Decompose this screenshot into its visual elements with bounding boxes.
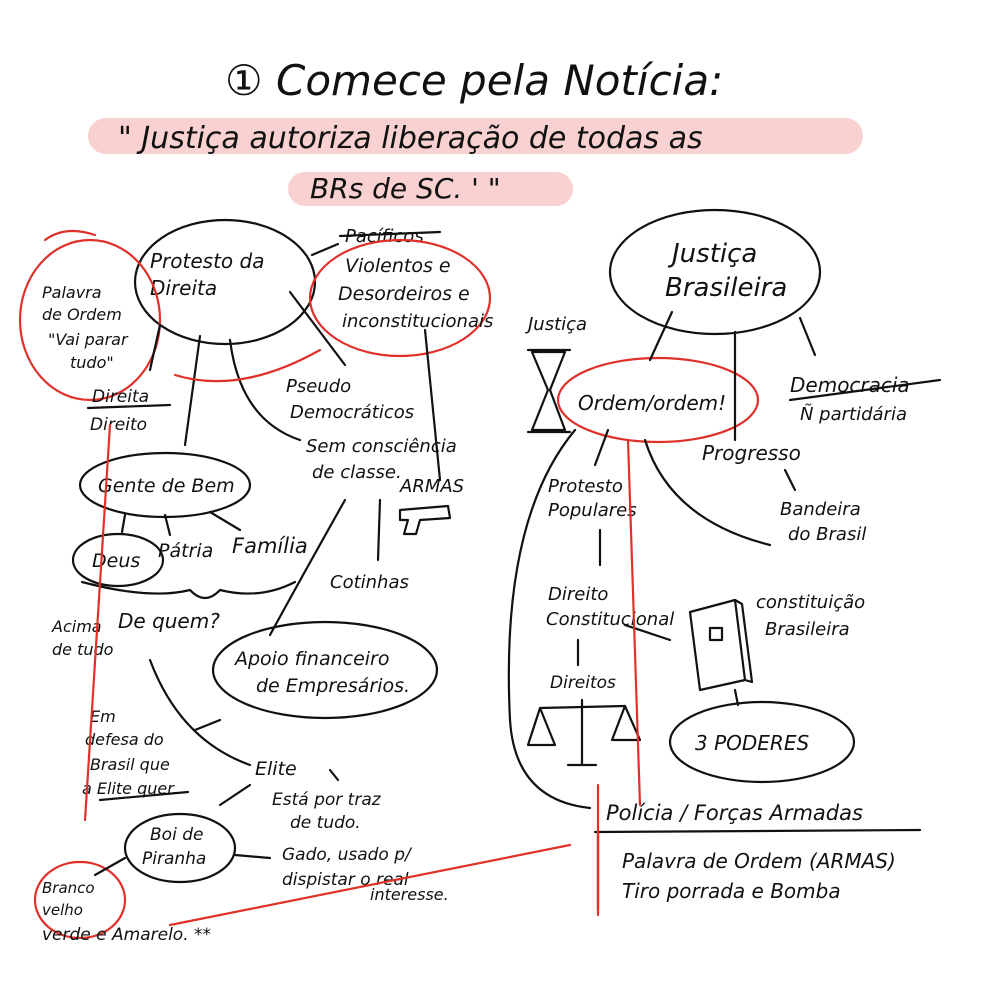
boi-line-2: Piranha: [142, 849, 206, 869]
title: ① Comece pela Notícia:: [225, 56, 723, 105]
gado-line-2: dispistar o real: [282, 870, 409, 890]
apoio-line-2: de Empresários.: [256, 675, 410, 697]
democracia-line-2: Ñ partidária: [800, 403, 907, 425]
pacificos-text: Pacíficos: [345, 226, 424, 247]
gado-line-1: Gado, usado p/: [282, 845, 413, 865]
ordem-text: Ordem/ordem!: [578, 391, 726, 415]
de-quem-text: De quem?: [118, 609, 220, 633]
justica-brasileira-line-1: Justiça: [667, 239, 757, 269]
branco-line-1: Branco: [42, 879, 95, 897]
title-block: ① Comece pela Notícia:: [225, 56, 723, 105]
headline-line-1: " Justiça autoriza liberação de todas as: [118, 121, 703, 156]
progresso-text: Progresso: [702, 441, 801, 465]
violentos-line-3: inconstitucionais: [342, 311, 493, 332]
right-red-strokes: [596, 438, 642, 917]
branco-line-2: velho: [42, 901, 83, 919]
gente-de-bem-text: Gente de Bem: [98, 475, 235, 497]
ordem-red-circle: [556, 356, 760, 444]
tres-poderes-text: 3 PODERES: [695, 731, 809, 755]
direito-const-line-2: Constitucional: [546, 609, 674, 630]
armas-text: ARMAS: [399, 476, 464, 497]
em-defesa-line-3: Brasil que: [90, 755, 170, 774]
bandeira-line-2: do Brasil: [788, 524, 866, 545]
book-icon: [688, 598, 754, 692]
palavra-line-4: tudo": [70, 353, 114, 372]
elite-quer-underline: [98, 790, 190, 802]
justica-brasileira-ellipse: [608, 208, 822, 336]
direita-underline: [86, 403, 172, 410]
violentos-line-2: Desordeiros e: [338, 283, 470, 305]
acima-line-1: Acima: [51, 617, 102, 636]
headline-highlight-2: [288, 172, 573, 206]
apoio-ellipse: [211, 620, 439, 720]
protesto-ellipse: [133, 218, 317, 346]
acima-line-2: de tudo: [52, 640, 114, 659]
protesto-line-1: Protesto da: [150, 249, 264, 273]
scales-icon: [526, 698, 642, 767]
sem-consciencia-line-2: de classe.: [312, 462, 402, 483]
elite-text: Elite: [255, 758, 297, 780]
deus-text: Deus: [92, 550, 140, 572]
violentos-red-circle: [308, 238, 492, 358]
pacificos-strike: [338, 230, 442, 238]
gado-line-3: interesse.: [370, 885, 449, 904]
headline-highlight-1: [88, 118, 863, 154]
direitos-text: Direitos: [550, 673, 616, 693]
palavra-line-2: de Ordem: [42, 305, 122, 324]
pseudo-line-2: Democráticos: [290, 402, 414, 423]
tres-poderes-ellipse: [668, 700, 856, 784]
left-red-strokes: [43, 229, 572, 927]
esta-line-1: Está por traz: [272, 790, 382, 810]
verde-text: verde e Amarelo. **: [42, 925, 211, 945]
deus-ellipse: [71, 532, 165, 588]
palavra-line-1: Palavra: [42, 283, 102, 302]
bandeira-line-1: Bandeira: [780, 499, 861, 520]
pistol-icon: [398, 504, 452, 536]
em-defesa-line-1: Em: [90, 707, 116, 726]
palavra-ordem-text: Palavra de Ordem (ARMAS): [622, 849, 896, 873]
headline-line-2: BRs de SC. ' ": [310, 172, 501, 205]
constituicao-line-2: Brasileira: [765, 619, 850, 640]
democracia-line-1: Democracia: [790, 373, 910, 397]
policia-underline: [593, 828, 922, 834]
familia-text: Família: [232, 534, 308, 558]
branco-red-circle: [33, 860, 127, 940]
constituicao-line-1: constituição: [756, 592, 865, 613]
direita-text: Direita: [92, 387, 149, 407]
cotinhas-text: Cotinhas: [330, 572, 409, 593]
esta-line-2: de tudo.: [290, 813, 361, 833]
palavra-line-3: "Vai parar: [48, 330, 129, 349]
hourglass-icon: [526, 348, 572, 434]
tiro-text: Tiro porrada e Bomba: [622, 879, 841, 903]
left-arrows: [93, 242, 442, 877]
violentos-line-1: Violentos e: [345, 255, 451, 277]
pseudo-line-1: Pseudo: [286, 376, 351, 397]
direito-text: Direito: [90, 415, 147, 435]
justica-label: Justiça: [525, 314, 587, 335]
sem-consciencia-line-1: Sem consciência: [306, 436, 457, 457]
boi-ellipse: [123, 812, 237, 884]
em-defesa-line-4: a Elite quer.: [82, 779, 177, 798]
palavra-red-circle: [18, 238, 162, 402]
em-defesa-line-2: defesa do: [85, 730, 164, 749]
apoio-line-1: Apoio financeiro: [233, 648, 389, 670]
protesto-pop-line-1: Protesto: [548, 476, 623, 497]
brace: [80, 580, 297, 600]
protesto-pop-line-2: Populares: [548, 500, 637, 521]
right-arrows: [507, 310, 817, 810]
patria-text: Pátria: [158, 540, 213, 562]
direito-const-line-1: Direito: [548, 584, 608, 605]
protesto-line-2: Direita: [150, 276, 217, 300]
democracia-underline: [788, 378, 942, 402]
justica-brasileira-line-2: Brasileira: [665, 273, 787, 303]
policia-text: Polícia / Forças Armadas: [606, 801, 863, 825]
boi-line-1: Boi de: [150, 825, 203, 845]
